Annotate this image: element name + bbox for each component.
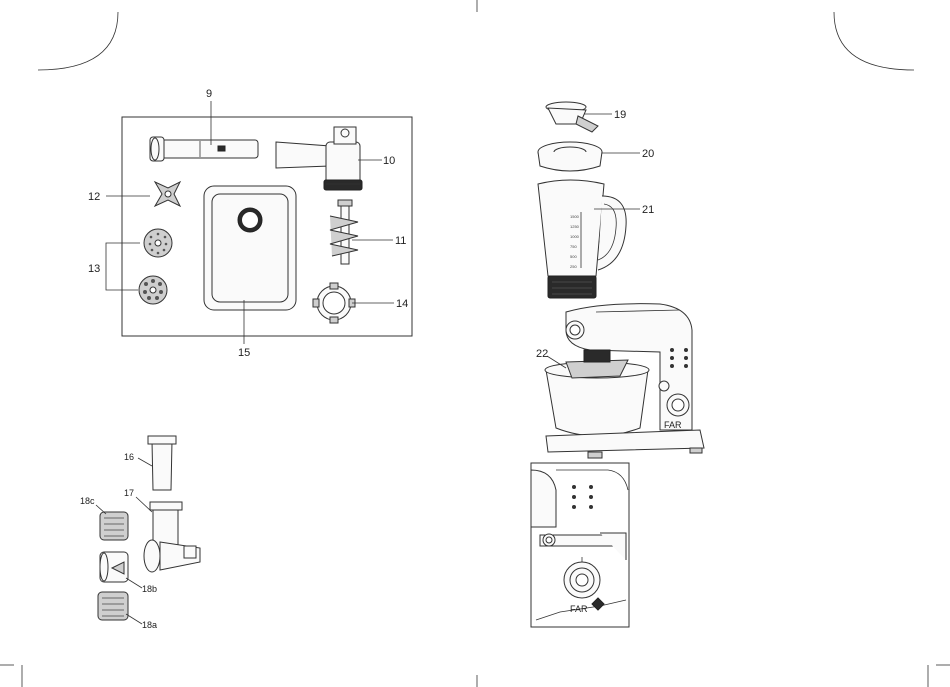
- part-14-ring-nut-drawing: [313, 283, 355, 323]
- jug-scale-3: 1000: [570, 234, 580, 239]
- part-11-auger-drawing: [330, 200, 358, 264]
- label-13: 13: [88, 263, 100, 275]
- jug-scale-5: 500: [570, 254, 577, 259]
- part-18b-drum-drawing: [100, 552, 128, 582]
- label-19: 19: [614, 109, 626, 121]
- part-12-blade-drawing: [155, 182, 180, 206]
- part-18c-drum-drawing: [100, 512, 128, 540]
- part-9-pusher-drawing: [150, 137, 258, 161]
- control-panel-closeup: FAR: [531, 463, 629, 627]
- label-9: 9: [206, 88, 212, 100]
- jug-scale-1: 1500: [570, 214, 580, 219]
- closeup-brand-mark: FAR: [570, 604, 588, 614]
- label-12: 12: [88, 191, 100, 203]
- label-10: 10: [383, 155, 395, 167]
- label-20: 20: [642, 148, 654, 160]
- part-21-blender-jug-drawing: 1500 1250 1000 750 500 250: [538, 180, 626, 298]
- label-18a: 18a: [142, 620, 157, 630]
- part-19-measuring-cap-drawing: [546, 102, 598, 132]
- jug-scale-4: 750: [570, 244, 577, 249]
- label-18c: 18c: [80, 496, 95, 506]
- label-16: 16: [124, 452, 134, 462]
- label-17: 17: [124, 488, 134, 498]
- jug-scale-2: 1250: [570, 224, 580, 229]
- label-18b: 18b: [142, 584, 157, 594]
- part-17-slicer-housing-drawing: [144, 502, 200, 572]
- label-15: 15: [238, 347, 250, 359]
- part-15-tray-drawing: [204, 186, 296, 310]
- part-20-lid-drawing: [538, 142, 602, 171]
- label-11: 11: [395, 235, 406, 247]
- jug-scale-6: 250: [570, 264, 577, 269]
- label-22: 22: [536, 348, 548, 360]
- label-14: 14: [396, 298, 408, 310]
- part-10-grinder-body-drawing: [276, 127, 362, 190]
- part-22-mixer-drawing: FAR: [545, 304, 704, 458]
- mixer-brand-mark: FAR: [664, 420, 682, 430]
- part-18a-drum-drawing: [98, 592, 128, 620]
- label-21: 21: [642, 204, 654, 216]
- part-13-plates-drawing: [139, 229, 172, 304]
- part-16-pusher-drawing: [148, 436, 176, 490]
